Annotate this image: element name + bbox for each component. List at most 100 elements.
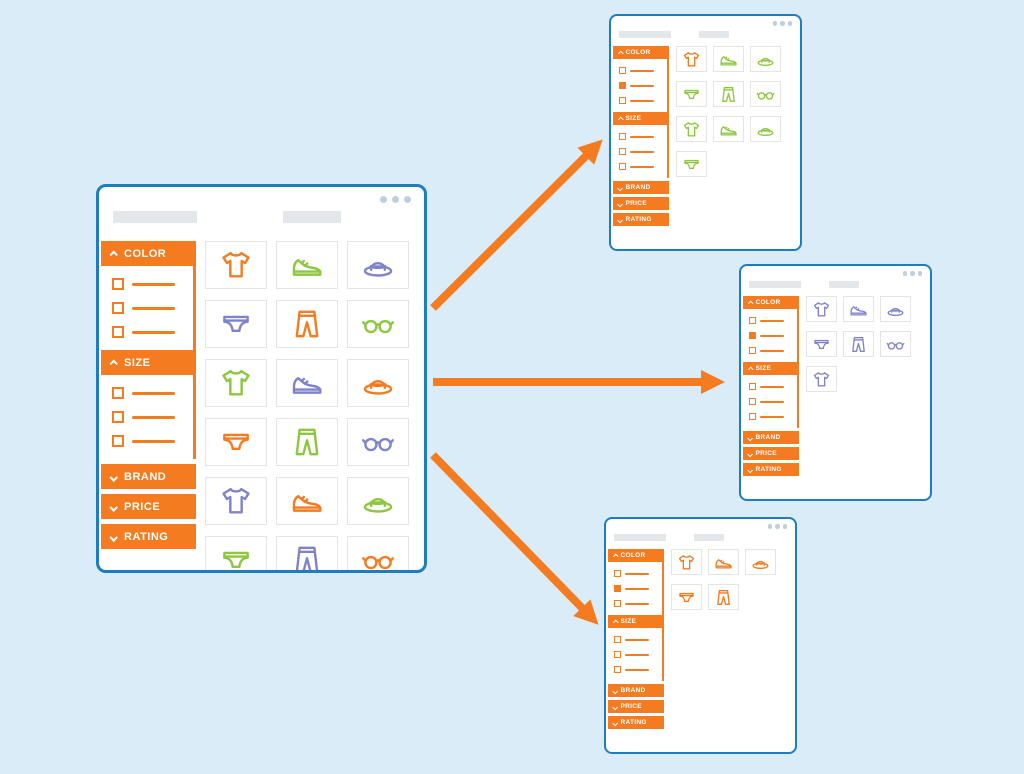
facet-header-rating[interactable]: RATING xyxy=(613,213,669,226)
product-tile-pants[interactable] xyxy=(276,300,338,348)
product-tile-briefs[interactable] xyxy=(205,300,267,348)
product-tile-sneaker[interactable] xyxy=(843,296,874,322)
checkbox[interactable] xyxy=(619,67,626,74)
filter-option[interactable] xyxy=(619,148,667,155)
filter-option[interactable] xyxy=(112,411,193,423)
filter-option[interactable] xyxy=(749,317,797,324)
checkbox-checked[interactable] xyxy=(749,332,756,339)
checkbox[interactable] xyxy=(749,413,756,420)
product-tile-sneaker[interactable] xyxy=(713,46,744,72)
checkbox[interactable] xyxy=(619,133,626,140)
product-tile-hat[interactable] xyxy=(347,359,409,407)
filter-option[interactable] xyxy=(619,133,667,140)
checkbox[interactable] xyxy=(749,317,756,324)
filter-option[interactable] xyxy=(614,666,662,673)
filter-option[interactable] xyxy=(614,585,662,592)
product-tile-sneaker[interactable] xyxy=(713,116,744,142)
product-tile-hat[interactable] xyxy=(347,241,409,289)
product-tile-glasses[interactable] xyxy=(347,536,409,570)
product-tile-briefs[interactable] xyxy=(205,418,267,466)
filter-option[interactable] xyxy=(112,278,193,290)
facet-header-rating[interactable]: RATING xyxy=(608,716,664,729)
product-tile-tshirt[interactable] xyxy=(806,366,837,392)
filter-option[interactable] xyxy=(749,383,797,390)
filter-option[interactable] xyxy=(749,347,797,354)
facet-header-size[interactable]: SIZE xyxy=(101,350,196,375)
filter-option[interactable] xyxy=(619,82,667,89)
facet-header-color[interactable]: COLOR xyxy=(743,296,799,309)
facet-header-price[interactable]: PRICE xyxy=(613,197,669,210)
facet-header-color[interactable]: COLOR xyxy=(608,549,664,562)
product-tile-glasses[interactable] xyxy=(347,300,409,348)
checkbox[interactable] xyxy=(112,387,124,399)
product-tile-briefs[interactable] xyxy=(671,584,702,610)
filter-option[interactable] xyxy=(614,600,662,607)
filter-option[interactable] xyxy=(619,67,667,74)
product-tile-sneaker[interactable] xyxy=(708,549,739,575)
facet-header-rating[interactable]: RATING xyxy=(743,463,799,476)
checkbox[interactable] xyxy=(619,148,626,155)
product-tile-tshirt[interactable] xyxy=(676,116,707,142)
facet-header-brand[interactable]: BRAND xyxy=(608,684,664,697)
filter-option[interactable] xyxy=(614,651,662,658)
product-tile-sneaker[interactable] xyxy=(276,477,338,525)
product-tile-pants[interactable] xyxy=(708,584,739,610)
checkbox[interactable] xyxy=(619,163,626,170)
product-tile-briefs[interactable] xyxy=(676,81,707,107)
product-tile-briefs[interactable] xyxy=(676,151,707,177)
checkbox[interactable] xyxy=(112,435,124,447)
checkbox[interactable] xyxy=(614,651,621,658)
product-tile-glasses[interactable] xyxy=(750,81,781,107)
facet-header-color[interactable]: COLOR xyxy=(101,241,196,266)
filter-option[interactable] xyxy=(112,302,193,314)
product-tile-hat[interactable] xyxy=(750,46,781,72)
checkbox[interactable] xyxy=(112,278,124,290)
checkbox-checked[interactable] xyxy=(614,585,621,592)
product-tile-hat[interactable] xyxy=(880,296,911,322)
facet-header-price[interactable]: PRICE xyxy=(608,700,664,713)
product-tile-glasses[interactable] xyxy=(880,331,911,357)
checkbox[interactable] xyxy=(749,398,756,405)
facet-header-brand[interactable]: BRAND xyxy=(101,464,196,489)
product-tile-glasses[interactable] xyxy=(347,418,409,466)
product-tile-pants[interactable] xyxy=(276,418,338,466)
checkbox[interactable] xyxy=(112,326,124,338)
product-tile-pants[interactable] xyxy=(843,331,874,357)
filter-option[interactable] xyxy=(749,398,797,405)
checkbox[interactable] xyxy=(614,600,621,607)
filter-option[interactable] xyxy=(112,435,193,447)
product-tile-briefs[interactable] xyxy=(205,536,267,570)
filter-option[interactable] xyxy=(619,163,667,170)
filter-option[interactable] xyxy=(614,570,662,577)
checkbox-checked[interactable] xyxy=(619,82,626,89)
product-tile-tshirt[interactable] xyxy=(205,359,267,407)
filter-option[interactable] xyxy=(749,332,797,339)
checkbox[interactable] xyxy=(749,383,756,390)
product-tile-pants[interactable] xyxy=(276,536,338,570)
filter-option[interactable] xyxy=(749,413,797,420)
facet-header-rating[interactable]: RATING xyxy=(101,524,196,549)
product-tile-tshirt[interactable] xyxy=(676,46,707,72)
checkbox[interactable] xyxy=(614,666,621,673)
product-tile-briefs[interactable] xyxy=(806,331,837,357)
filter-option[interactable] xyxy=(112,326,193,338)
checkbox[interactable] xyxy=(749,347,756,354)
filter-option[interactable] xyxy=(614,636,662,643)
checkbox[interactable] xyxy=(112,302,124,314)
facet-header-brand[interactable]: BRAND xyxy=(613,181,669,194)
product-tile-tshirt[interactable] xyxy=(671,549,702,575)
product-tile-hat[interactable] xyxy=(347,477,409,525)
filter-option[interactable] xyxy=(619,97,667,104)
facet-header-size[interactable]: SIZE xyxy=(613,112,669,125)
product-tile-pants[interactable] xyxy=(713,81,744,107)
facet-header-brand[interactable]: BRAND xyxy=(743,431,799,444)
checkbox[interactable] xyxy=(614,570,621,577)
facet-header-size[interactable]: SIZE xyxy=(743,362,799,375)
product-tile-hat[interactable] xyxy=(745,549,776,575)
product-tile-tshirt[interactable] xyxy=(205,241,267,289)
filter-option[interactable] xyxy=(112,387,193,399)
product-tile-tshirt[interactable] xyxy=(806,296,837,322)
checkbox[interactable] xyxy=(619,97,626,104)
product-tile-tshirt[interactable] xyxy=(205,477,267,525)
product-tile-sneaker[interactable] xyxy=(276,359,338,407)
